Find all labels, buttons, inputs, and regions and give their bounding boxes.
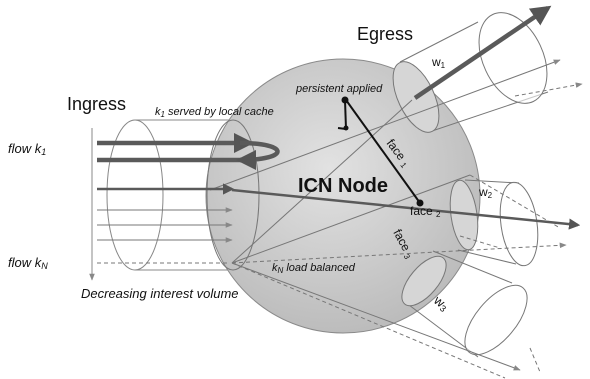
kn-balanced-label: kN load balanced <box>272 262 356 275</box>
strategy-node-top <box>341 96 349 104</box>
k1-cache-label: k1 served by local cache <box>155 106 274 119</box>
decreasing-volume-label: Decreasing interest volume <box>81 286 239 301</box>
ingress-cylinder <box>106 119 233 271</box>
egress-cylinder-1 <box>392 12 549 133</box>
thick-flows <box>97 5 581 230</box>
egress-label: Egress <box>357 24 413 44</box>
face-2-label: face 2 <box>410 204 441 219</box>
strategy-node-mid <box>343 125 349 131</box>
icn-node-label: ICN Node <box>298 175 388 197</box>
ingress-cylinder-face <box>206 119 260 271</box>
egress-cylinder-3 <box>401 250 528 358</box>
icn-node-sphere <box>205 58 481 334</box>
ingress-label: Ingress <box>67 94 126 114</box>
w1-label: w1 <box>431 55 446 70</box>
flow-kn-label: flow kN <box>8 255 48 271</box>
persistent-label: persistent applied <box>295 83 383 95</box>
w2-label: w2 <box>478 185 493 200</box>
egress-cylinder-2 <box>449 179 539 267</box>
flow-lines <box>97 59 583 379</box>
strategy-node-face2 <box>416 199 424 207</box>
flow-k1-label: flow k1 <box>8 141 46 157</box>
